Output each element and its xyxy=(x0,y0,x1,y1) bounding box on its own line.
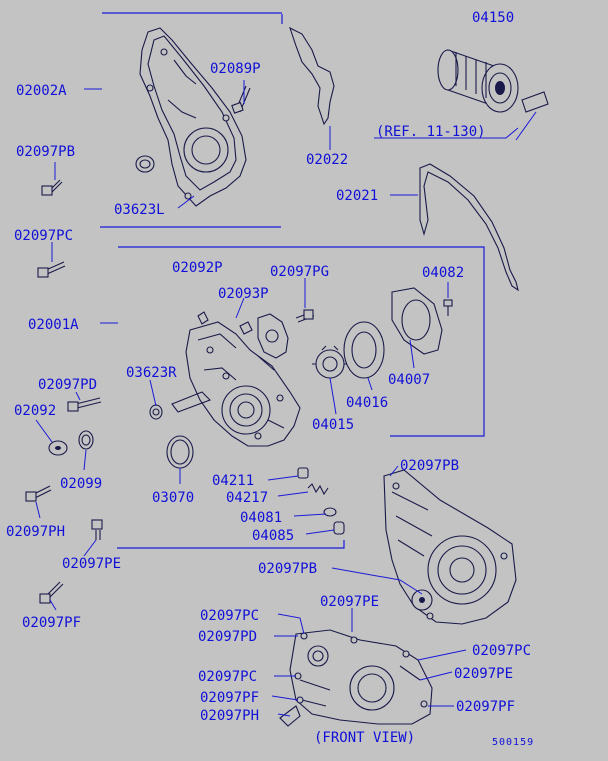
bolt-02097pd-left xyxy=(67,397,102,412)
label-02097pc-b: 02097PC xyxy=(198,669,257,685)
label-02093p: 02093P xyxy=(218,286,269,302)
bolt-02097pb-top xyxy=(41,179,63,196)
label-04007: 04007 xyxy=(388,372,430,388)
label-02097pc-r: 02097PC xyxy=(472,643,531,659)
label-02097pc-left: 02097PC xyxy=(14,228,73,244)
gasket-02021 xyxy=(419,163,519,292)
label-02099: 02099 xyxy=(60,476,102,492)
label-04081: 04081 xyxy=(240,510,282,526)
middle-group-bottom-line xyxy=(117,540,345,549)
oil-seal-right xyxy=(149,404,163,420)
washer-02092 xyxy=(48,440,68,456)
label-02097pf-b: 02097PF xyxy=(200,690,259,706)
label-02097pe-left: 02097PE xyxy=(62,556,121,572)
outer-rotor xyxy=(343,321,385,379)
middle-group-frame xyxy=(118,246,485,437)
o-ring-02099 xyxy=(78,430,94,450)
label-02097pe-r: 02097PE xyxy=(454,666,513,682)
gasket-02022 xyxy=(289,26,335,126)
label-front-view: (FRONT VIEW) xyxy=(314,730,415,746)
label-04085: 04085 xyxy=(252,528,294,544)
inner-rotor xyxy=(312,345,348,379)
label-02097pf-r: 02097PF xyxy=(456,699,515,715)
front-case xyxy=(383,469,517,625)
label-02001a: 02001A xyxy=(28,317,79,333)
label-03623l: 03623L xyxy=(114,202,165,218)
label-02022: 02022 xyxy=(306,152,348,168)
label-04082: 04082 xyxy=(422,265,464,281)
screw-04082 xyxy=(443,299,453,316)
diagram-code: 500159 xyxy=(492,737,534,748)
pump-cover xyxy=(391,287,443,355)
group-frames xyxy=(100,12,485,549)
pump-cover-plate xyxy=(257,313,289,359)
label-02097pb-mid: 02097PB xyxy=(258,561,317,577)
label-02097pb-right: 02097PB xyxy=(400,458,459,474)
label-02097pd-left: 02097PD xyxy=(38,377,97,393)
label-04150: 04150 xyxy=(472,10,514,26)
bolt-02089p xyxy=(231,85,251,114)
oil-filter xyxy=(437,49,549,141)
label-02097pb-top: 02097PB xyxy=(16,144,75,160)
oil-pump-case xyxy=(171,311,301,447)
part-labels: 04150 02002A 02089P (REF. 11-130) 02022 … xyxy=(6,10,534,748)
gasket-03070 xyxy=(166,435,194,469)
leader-lines xyxy=(35,80,519,717)
label-02021: 02021 xyxy=(336,188,378,204)
label-02097pf-left: 02097PF xyxy=(22,615,81,631)
label-04217: 04217 xyxy=(226,490,268,506)
bolt-02097pg xyxy=(295,309,315,323)
label-04015: 04015 xyxy=(312,417,354,433)
label-02097pe-mid: 02097PE xyxy=(320,594,379,610)
upper-timing-cover xyxy=(139,27,247,207)
bolt-02097pf-left xyxy=(39,581,64,604)
bolt-02097pe-left xyxy=(91,519,103,540)
label-02097pc-a: 02097PC xyxy=(200,608,259,624)
label-reference: (REF. 11-130) xyxy=(376,124,486,140)
label-04211: 04211 xyxy=(212,473,254,489)
label-02097pg: 02097PG xyxy=(270,264,329,280)
label-03070: 03070 xyxy=(152,490,194,506)
label-02002a: 02002A xyxy=(16,83,67,99)
label-02089p: 02089P xyxy=(210,61,261,77)
label-04016: 04016 xyxy=(346,395,388,411)
bolt-02097ph-left xyxy=(25,485,52,502)
front-view-assembly xyxy=(279,629,433,727)
bolt-02097pc-left xyxy=(37,261,66,278)
relief-valve-parts xyxy=(297,467,345,535)
label-02092p: 02092P xyxy=(172,260,223,276)
label-02092: 02092 xyxy=(14,403,56,419)
label-02097pd-b: 02097PD xyxy=(198,629,257,645)
label-03623r: 03623R xyxy=(126,365,177,381)
label-02097ph-left: 02097PH xyxy=(6,524,65,540)
oil-seal-left xyxy=(135,155,155,173)
label-02097ph-b: 02097PH xyxy=(200,708,259,724)
